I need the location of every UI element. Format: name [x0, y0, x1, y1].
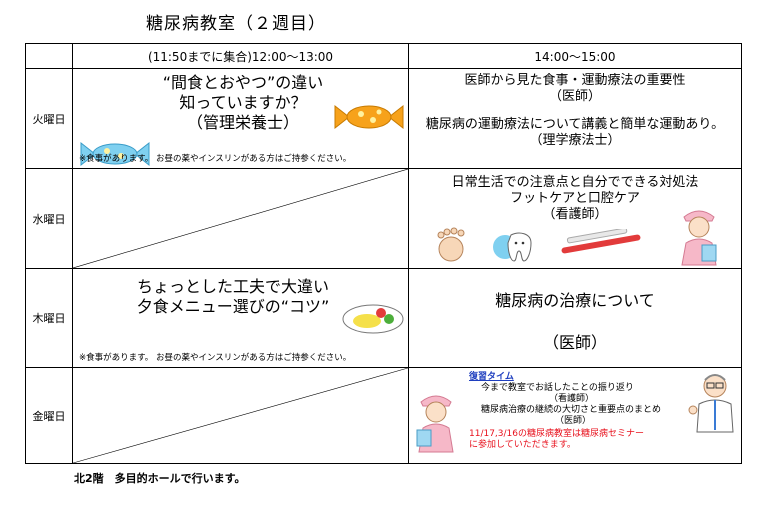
wednesday-pm-line1: 日常生活での注意点と自分でできる対処法 [451, 175, 699, 190]
thursday-am-line1: ちょっとした工夫で大違い [136, 277, 329, 296]
no-session-diagonal [73, 169, 408, 268]
no-session-diagonal [73, 368, 408, 463]
page-title: 糖尿病教室（２週目） [146, 14, 326, 34]
nurse-icon [681, 210, 717, 266]
friday-pm-notice1: 11/17,3/16の糖尿病教室は糖尿病セミナー [469, 429, 645, 439]
header-pm: 14:00〜15:00 [408, 43, 742, 69]
friday-pm-line1: 今まで教室でお話したことの振り返り [481, 383, 634, 393]
header-row: (11:50までに集合)12:00〜13:00 14:00〜15:00 [25, 43, 742, 69]
friday-pm-heading: 復習タイム [469, 372, 514, 382]
candy-orange-icon [334, 104, 404, 130]
thursday-am-line2: 夕食メニュー選びの“コツ” [136, 297, 330, 316]
tuesday-pm-line3: 糖尿病の運動療法について講義と簡単な運動あり。 [425, 117, 725, 132]
tuesday-pm-line2: （医師） [548, 89, 601, 104]
day-label-wednesday: 水曜日 [25, 168, 73, 269]
header-am: (11:50までに集合)12:00〜13:00 [72, 43, 409, 69]
foot-icon [437, 227, 465, 262]
schedule-table: (11:50までに集合)12:00〜13:00 14:00〜15:00 火曜日 … [25, 43, 742, 464]
day-label-thursday: 木曜日 [25, 268, 73, 368]
row-tuesday: 火曜日 “間食とおやつ”の違い 知っていますか？ （管理栄養士） [25, 68, 742, 169]
header-corner [25, 43, 73, 69]
tuesday-am-cell: “間食とおやつ”の違い 知っていますか？ （管理栄養士） ※食事があります。 [72, 68, 409, 169]
row-friday: 金曜日 復習タイム 今まで教室でお話したことの振り返り （看護師） 糖尿病治療の… [25, 367, 742, 464]
friday-pm-cell: 復習タイム 今まで教室でお話したことの振り返り （看護師） 糖尿病治療の継続の大… [408, 367, 742, 464]
day-label-friday: 金曜日 [25, 367, 73, 464]
friday-am-cell [72, 367, 409, 464]
candy-blue-icon [80, 141, 150, 167]
tooth-icon [493, 232, 532, 262]
venue-footer: 北2階 多目的ホールで行います。 [74, 472, 246, 485]
row-wednesday: 水曜日 日常生活での注意点と自分でできる対処法 フットケアと口腔ケア （看護師） [25, 168, 742, 269]
thursday-am-note: ※食事があります。 お昼の薬やインスリンがある方はご持参ください。 [79, 353, 352, 363]
wednesday-pm-cell: 日常生活での注意点と自分でできる対処法 フットケアと口腔ケア （看護師） [408, 168, 742, 269]
friday-pm-line4: （医師） [555, 416, 592, 426]
nurse-icon [416, 395, 454, 453]
thursday-pm-line1: 糖尿病の治療について [495, 291, 655, 310]
thursday-pm-cell: 糖尿病の治療について （医師） [408, 268, 742, 368]
thursday-am-cell: ちょっとした工夫で大違い 夕食メニュー選びの“コツ” ※食事があります。 お昼の… [72, 268, 409, 368]
thursday-pm-line2: （医師） [542, 333, 607, 352]
friday-pm-notice2: に参加していただきます。 [469, 440, 576, 450]
doctor-icon [688, 374, 734, 433]
wednesday-am-cell [72, 168, 409, 269]
tuesday-am-line2: 知っていますか？ [179, 93, 307, 112]
friday-pm-line3: 糖尿病治療の継続の大切さと重要点のまとめ [481, 405, 662, 415]
tuesday-pm-line1: 医師から見た食事・運動療法の重要性 [464, 73, 686, 88]
row-thursday: 木曜日 ちょっとした工夫で大違い 夕食メニュー選びの“コツ” ※食事があります。… [25, 268, 742, 368]
tuesday-pm-cell: 医師から見た食事・運動療法の重要性 （医師） 糖尿病の運動療法について講義と簡単… [408, 68, 742, 169]
wednesday-pm-line2: フットケアと口腔ケア [510, 191, 640, 206]
meal-plate-icon [342, 304, 404, 334]
tuesday-am-note: ※食事があります。 お昼の薬やインスリンがある方はご持参ください。 [79, 154, 352, 164]
tuesday-pm-line4: （理学療法士） [529, 133, 621, 148]
day-label-tuesday: 火曜日 [25, 68, 73, 169]
wednesday-pm-line3: （看護師） [542, 207, 608, 222]
tuesday-am-line3: （管理栄養士） [186, 113, 299, 132]
tuesday-am-line1: “間食とおやつ”の違い [162, 73, 324, 92]
toothbrush-icon [561, 229, 641, 254]
friday-pm-line2: （看護師） [549, 394, 595, 404]
